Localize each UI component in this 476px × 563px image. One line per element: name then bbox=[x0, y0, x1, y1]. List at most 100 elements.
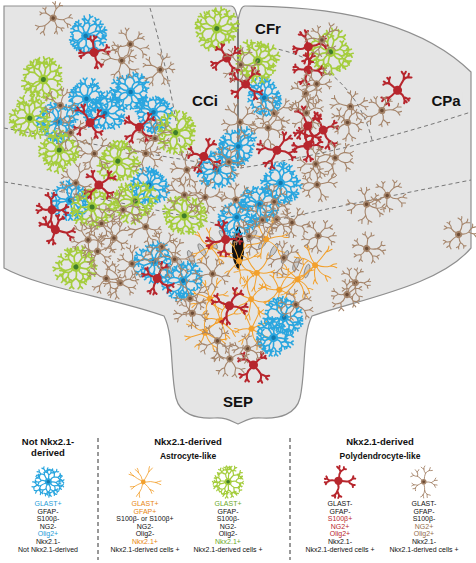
cell-body bbox=[303, 41, 314, 52]
cell-process bbox=[310, 135, 359, 182]
cell-body bbox=[301, 108, 311, 118]
astrocyte-cell bbox=[228, 274, 273, 324]
polydendrocyte-cell bbox=[290, 26, 331, 67]
cell-process bbox=[228, 274, 273, 324]
cell-body bbox=[182, 165, 191, 174]
polydendrocyte-cell bbox=[222, 59, 272, 109]
cell-body bbox=[378, 107, 386, 115]
cell-nucleus bbox=[380, 109, 384, 113]
cell-body bbox=[189, 309, 196, 316]
cell-body bbox=[92, 179, 105, 192]
cell-body bbox=[225, 478, 232, 485]
cell-nucleus bbox=[316, 233, 321, 238]
cell-process bbox=[36, 192, 69, 227]
cell-process bbox=[81, 254, 129, 302]
cell-body bbox=[81, 93, 92, 104]
cell-process bbox=[204, 219, 243, 258]
polydendrocyte-cell bbox=[227, 213, 272, 260]
cell-nucleus bbox=[314, 82, 319, 87]
polydendrocyte-cell bbox=[364, 95, 403, 128]
cell-body bbox=[235, 257, 243, 265]
cell-body bbox=[232, 212, 242, 222]
cell-nucleus bbox=[68, 130, 73, 135]
marker-label: GFAP- bbox=[37, 508, 58, 515]
cell-nucleus bbox=[365, 202, 369, 206]
polydendrocyte-cell bbox=[136, 256, 181, 301]
marker-label: NG2+ bbox=[331, 523, 349, 530]
cell-process bbox=[191, 227, 233, 266]
polydendrocyte-cell bbox=[274, 283, 320, 328]
cell-icon bbox=[212, 466, 243, 498]
cell-body bbox=[237, 61, 244, 68]
cell-process bbox=[293, 240, 340, 287]
cell-process bbox=[96, 220, 131, 255]
cell-body bbox=[83, 235, 93, 245]
cell-body bbox=[49, 14, 58, 23]
cell-body bbox=[363, 200, 371, 208]
polydendrocyte-cell bbox=[165, 147, 207, 192]
cell-body bbox=[421, 479, 427, 485]
cell-nucleus bbox=[320, 38, 324, 42]
astrocyte-cell bbox=[232, 249, 278, 294]
cell-body bbox=[186, 295, 194, 303]
cell-nucleus bbox=[51, 16, 56, 21]
marker-label: Olig2- bbox=[219, 530, 238, 537]
cell-body bbox=[331, 153, 340, 162]
cell-process bbox=[172, 294, 209, 329]
cell-process bbox=[347, 227, 390, 270]
cell-body bbox=[276, 287, 283, 294]
cell-nucleus bbox=[86, 237, 91, 242]
cell-nucleus bbox=[47, 480, 50, 483]
cell-nucleus bbox=[293, 302, 298, 307]
marker-label: Nkx2.1- bbox=[328, 538, 352, 545]
polydendrocyte-cell bbox=[96, 220, 131, 255]
polydendrocyte-cell bbox=[126, 209, 163, 246]
cell-body bbox=[110, 234, 118, 242]
marker-label: GLAST+ bbox=[214, 500, 241, 507]
cell-process bbox=[253, 180, 294, 224]
astrocyte-cell bbox=[35, 127, 81, 175]
region-boundaries bbox=[4, 8, 471, 226]
cell-process bbox=[129, 467, 161, 498]
cell-nucleus bbox=[314, 162, 318, 166]
cell-body bbox=[247, 296, 254, 303]
polydendrocyte-cell bbox=[172, 294, 209, 329]
cell-body bbox=[89, 47, 99, 57]
polydendrocyte-cell bbox=[304, 22, 339, 57]
cell-nucleus bbox=[188, 297, 192, 301]
polydendrocyte-cell bbox=[331, 106, 365, 143]
cell-process bbox=[33, 208, 80, 252]
marker-label: Nkx2.1- bbox=[412, 538, 436, 545]
cell-body bbox=[178, 210, 190, 222]
astrocyte-cell bbox=[63, 74, 111, 120]
cell-nucleus bbox=[173, 258, 177, 262]
cell-body bbox=[198, 151, 210, 163]
astrocyte-cell bbox=[129, 467, 161, 498]
cell-nucleus bbox=[185, 168, 190, 173]
polydendrocyte-cell bbox=[106, 22, 155, 71]
cell-body bbox=[45, 478, 52, 485]
cell-process bbox=[116, 103, 163, 151]
cell-body bbox=[93, 247, 103, 257]
cell-body bbox=[312, 180, 321, 189]
cell-body bbox=[231, 195, 240, 204]
cell-body bbox=[128, 260, 136, 268]
marker-label: S100β+ bbox=[328, 515, 352, 522]
cell-process bbox=[294, 143, 338, 184]
cell-body bbox=[268, 332, 280, 344]
marker-label: GLAST- bbox=[328, 500, 353, 507]
cell-icon bbox=[129, 467, 161, 498]
marker-label: NG2- bbox=[137, 523, 154, 530]
cell-body bbox=[142, 223, 150, 231]
marker-label: S100β- or S100β+ bbox=[116, 515, 173, 522]
cell-body bbox=[271, 144, 283, 156]
cell-nucleus bbox=[56, 147, 62, 153]
cell-body bbox=[270, 197, 279, 206]
cell-body bbox=[264, 123, 273, 132]
cell-body bbox=[117, 56, 127, 66]
polydendrocyte-cell bbox=[216, 98, 262, 144]
group-heading: Nkx2.1-derived bbox=[346, 437, 414, 447]
cell-nucleus bbox=[158, 67, 163, 72]
cell-body bbox=[312, 79, 321, 88]
polydendrocyte-cell bbox=[186, 250, 232, 297]
